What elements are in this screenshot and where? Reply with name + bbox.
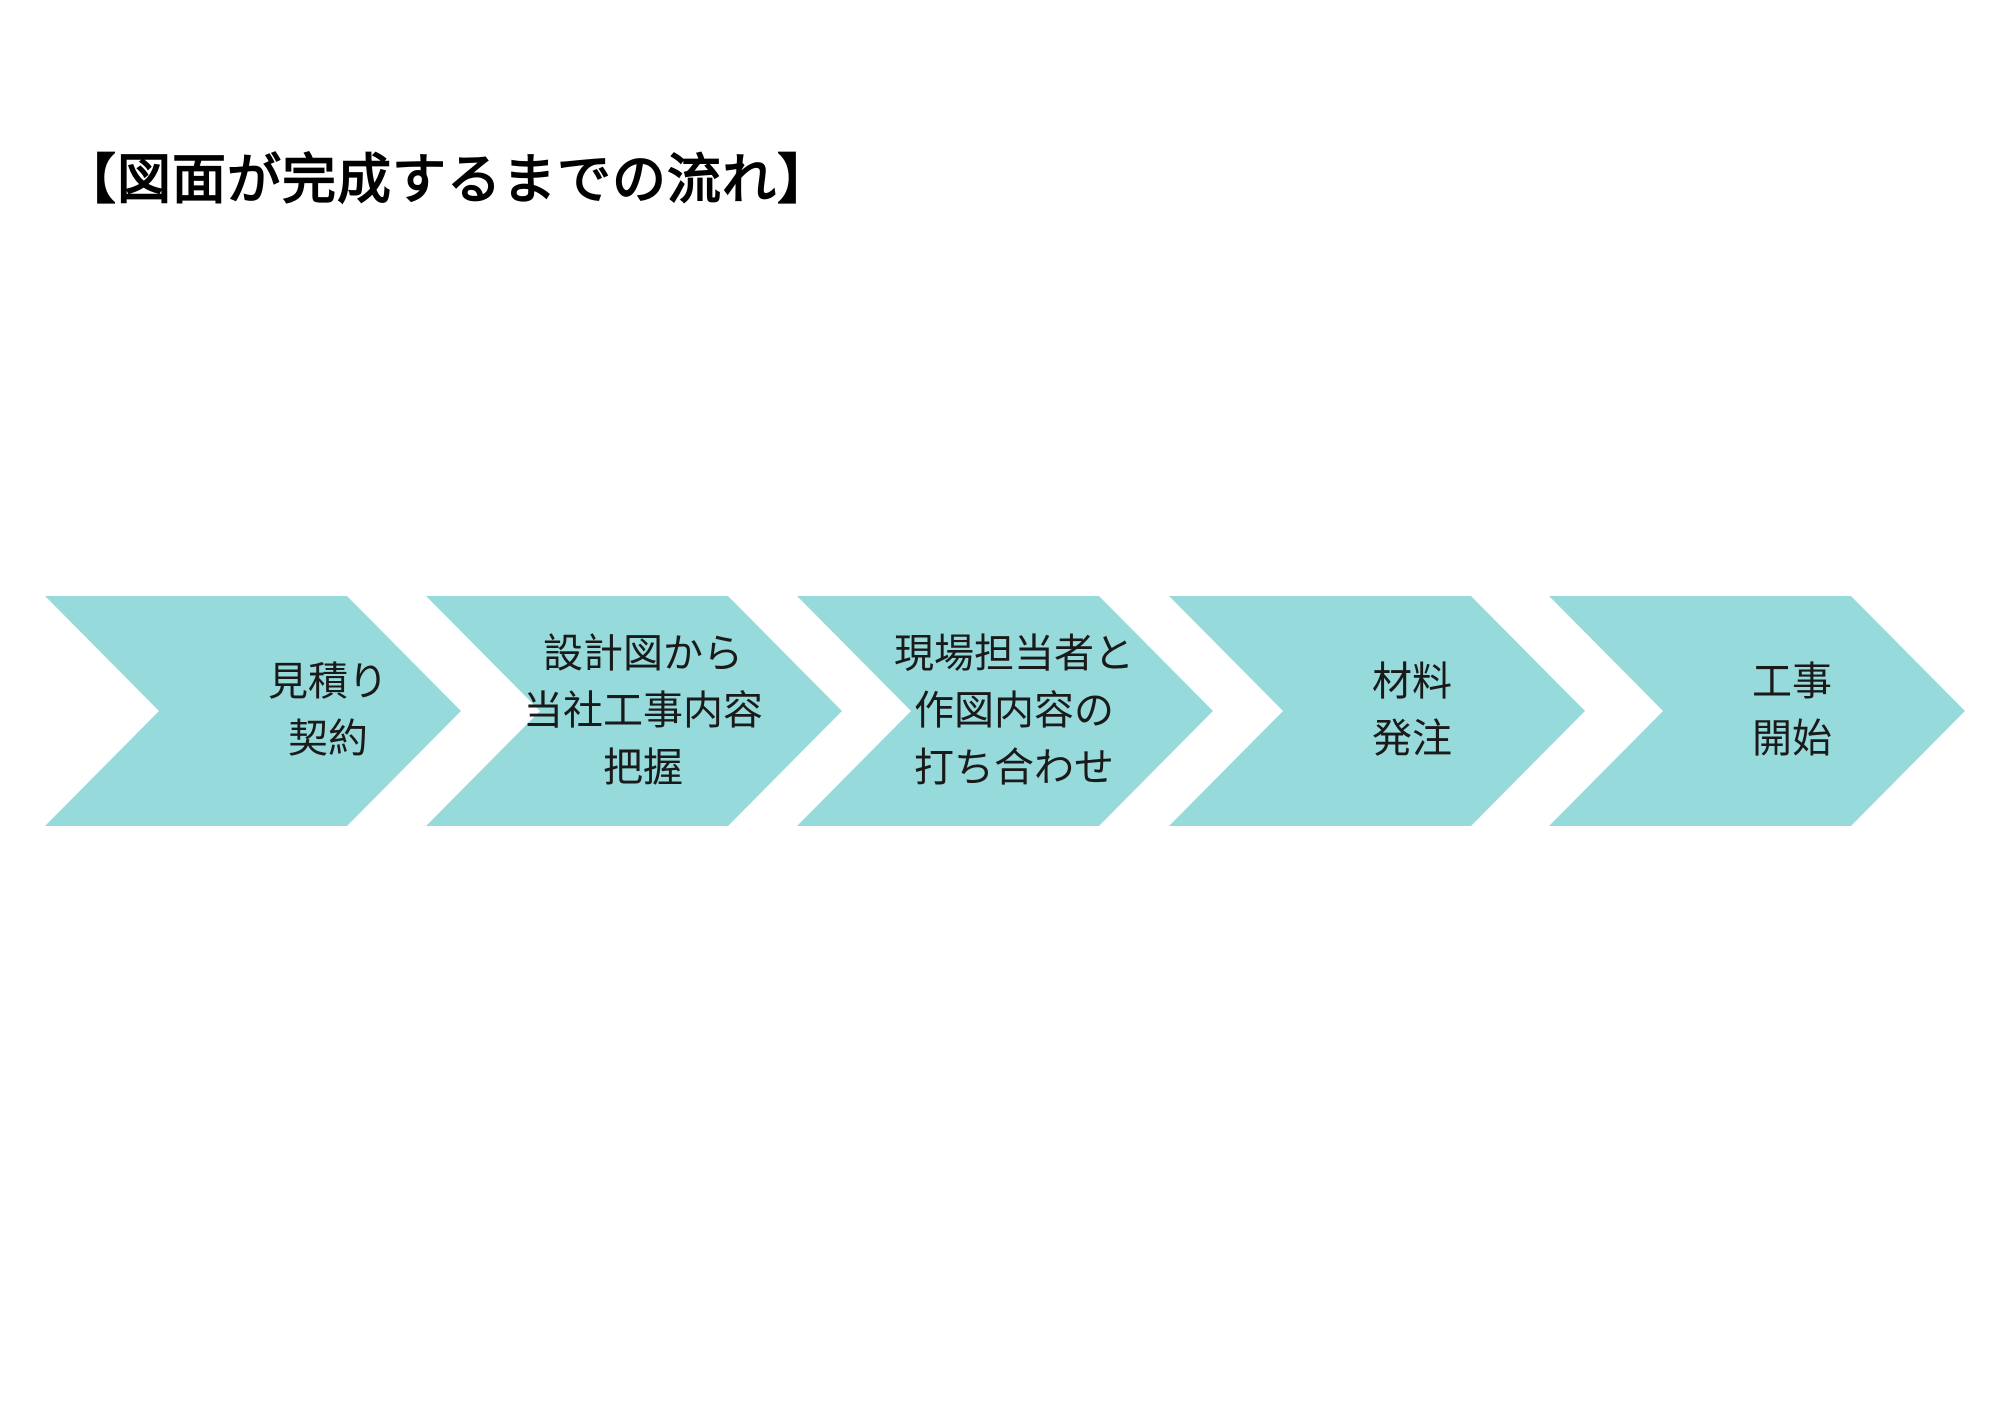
chevron-arrow-shape xyxy=(797,596,1213,826)
flow-step-label: 現場担当者と 作図内容の 打ち合わせ xyxy=(881,596,1147,826)
flow-step-label-line: 契約 xyxy=(288,716,368,762)
chevron-arrow-shape xyxy=(426,596,842,826)
flow-step-label: 材料 発注 xyxy=(1279,596,1545,826)
flow-step-label-line: 現場担当者と xyxy=(894,630,1134,677)
flow-step-5: 工事 開始 xyxy=(1549,596,1965,826)
flow-step-label-line: 材料 xyxy=(1372,659,1452,705)
flow-step-label-line: 開始 xyxy=(1752,716,1832,762)
flow-step-label: 設計図から 当社工事内容 把握 xyxy=(510,596,776,826)
flow-step-label-line: 発注 xyxy=(1372,716,1452,762)
flow-step-label-line: 設計図から xyxy=(543,630,743,677)
flow-step-label-line: 見積り xyxy=(268,659,388,705)
flow-step-3: 現場担当者と 作図内容の 打ち合わせ xyxy=(797,596,1213,826)
flow-step-1: 見積り 契約 xyxy=(45,596,461,826)
flow-step-label: 見積り 契約 xyxy=(195,596,461,826)
page-title: 【図面が完成するまでの流れ】 xyxy=(62,148,832,211)
flow-step-label-line: 把握 xyxy=(603,744,683,791)
flow-step-4: 材料 発注 xyxy=(1169,596,1585,826)
chevron-arrow-shape xyxy=(1549,596,1965,826)
flow-step-label: 工事 開始 xyxy=(1659,596,1925,826)
flow-step-2: 設計図から 当社工事内容 把握 xyxy=(426,596,842,826)
flow-step-label-line: 当社工事内容 xyxy=(523,687,763,734)
flow-step-label-line: 作図内容の xyxy=(914,687,1114,734)
flow-step-label-line: 打ち合わせ xyxy=(914,744,1114,791)
chevron-arrow-shape xyxy=(1169,596,1585,826)
chevron-arrow-shape xyxy=(45,596,461,826)
flow-step-label-line: 工事 xyxy=(1752,659,1832,705)
